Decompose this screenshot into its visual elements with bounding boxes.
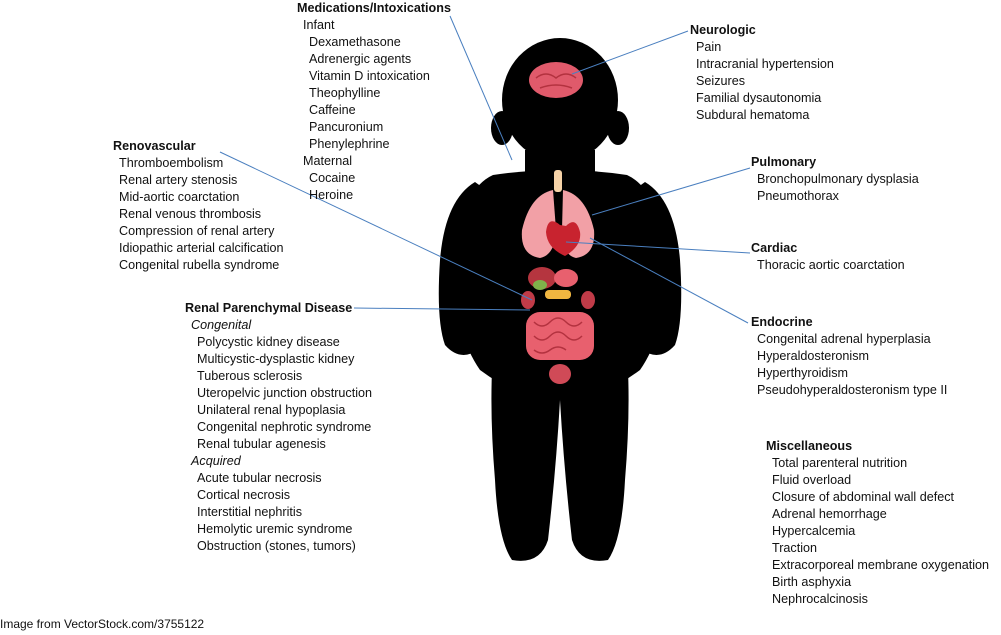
abdominal-organs-icon xyxy=(521,267,595,384)
list-item: Vitamin D intoxication xyxy=(309,69,430,83)
pulmonary-group: Pulmonary Bronchopulmonary dysplasia Pne… xyxy=(751,154,919,205)
miscellaneous-title: Miscellaneous xyxy=(766,439,853,453)
renovascular-group: Renovascular Thromboembolism Renal arter… xyxy=(113,138,284,274)
list-item: Seizures xyxy=(696,74,745,88)
list-item: Hypercalcemia xyxy=(772,524,856,538)
infant-silhouette xyxy=(438,38,682,561)
list-item: Mid-aortic coarctation xyxy=(119,190,240,204)
list-item: Hyperthyroidism xyxy=(757,366,848,380)
list-item: Compression of renal artery xyxy=(119,224,275,238)
pulmonary-title: Pulmonary xyxy=(751,155,817,169)
list-item: Thromboembolism xyxy=(119,156,224,170)
brain-icon xyxy=(529,62,583,98)
connector-cardiac xyxy=(565,241,751,254)
list-item: Obstruction (stones, tumors) xyxy=(197,539,356,553)
list-item: Heroine xyxy=(309,188,354,202)
renal-subheading-congenital: Congenital xyxy=(191,318,252,332)
list-item: Pneumothorax xyxy=(757,189,839,203)
connector-endocrine xyxy=(589,237,749,324)
connector-renovascular xyxy=(219,151,533,301)
list-item: Polycystic kidney disease xyxy=(197,335,340,349)
list-item: Idiopathic arterial calcification xyxy=(119,241,284,255)
list-item: Familial dysautonomia xyxy=(696,91,822,105)
meds-subheading-maternal: Maternal xyxy=(303,154,352,168)
list-item: Congenital nephrotic syndrome xyxy=(197,420,372,434)
list-item: Congenital adrenal hyperplasia xyxy=(757,332,931,346)
list-item: Renal artery stenosis xyxy=(119,173,238,187)
list-item: Dexamethasone xyxy=(309,35,401,49)
list-item: Thoracic aortic coarctation xyxy=(757,258,905,272)
heart-icon xyxy=(546,221,581,256)
list-item: Tuberous sclerosis xyxy=(197,369,303,383)
list-item: Renal venous thrombosis xyxy=(119,207,262,221)
list-item: Bronchopulmonary dysplasia xyxy=(757,172,919,186)
list-item: Traction xyxy=(772,541,818,555)
list-item: Hyperaldosteronism xyxy=(757,349,869,363)
list-item: Caffeine xyxy=(309,103,356,117)
neurologic-title: Neurologic xyxy=(690,23,756,37)
list-item: Pain xyxy=(696,40,722,54)
trachea-icon xyxy=(554,170,562,192)
list-item: Intracranial hypertension xyxy=(696,57,834,71)
meds-subheading-infant: Infant xyxy=(303,18,335,32)
list-item: Congenital rubella syndrome xyxy=(119,258,280,272)
list-item: Cortical necrosis xyxy=(197,488,291,502)
cardiac-group: Cardiac Thoracic aortic coarctation xyxy=(751,240,905,274)
list-item: Fluid overload xyxy=(772,473,852,487)
list-item: Hemolytic uremic syndrome xyxy=(197,522,353,536)
list-item: Interstitial nephritis xyxy=(197,505,302,519)
list-item: Closure of abdominal wall defect xyxy=(772,490,955,504)
list-item: Phenylephrine xyxy=(309,137,390,151)
list-item: Cocaine xyxy=(309,171,356,185)
medications-group: Medications/Intoxications Infant Dexamet… xyxy=(297,0,451,204)
medications-title: Medications/Intoxications xyxy=(297,1,451,15)
list-item: Adrenergic agents xyxy=(309,52,412,66)
renovascular-title: Renovascular xyxy=(113,139,196,153)
endocrine-title: Endocrine xyxy=(751,315,813,329)
list-item: Pancuronium xyxy=(309,120,384,134)
list-item: Nephrocalcinosis xyxy=(772,592,868,606)
renal-parenchymal-group: Renal Parenchymal Disease Congenital Pol… xyxy=(185,300,372,555)
neurologic-group: Neurologic Pain Intracranial hypertensio… xyxy=(690,22,834,124)
list-item: Pseudohyperaldosteronism type II xyxy=(757,383,948,397)
connector-medications xyxy=(449,15,513,161)
list-item: Subdural hematoma xyxy=(696,108,810,122)
list-item: Multicystic-dysplastic kidney xyxy=(197,352,355,366)
cardiac-title: Cardiac xyxy=(751,241,798,255)
list-item: Theophylline xyxy=(309,86,381,100)
connector-renal xyxy=(353,307,531,311)
connector-lines xyxy=(219,15,751,324)
list-item: Acute tubular necrosis xyxy=(197,471,322,485)
endocrine-group: Endocrine Congenital adrenal hyperplasia… xyxy=(751,314,947,399)
list-item: Birth asphyxia xyxy=(772,575,852,589)
connector-neurologic xyxy=(571,30,689,75)
miscellaneous-group: Miscellaneous Total parenteral nutrition… xyxy=(766,438,989,608)
renal-subheading-acquired: Acquired xyxy=(191,454,241,468)
renal-title: Renal Parenchymal Disease xyxy=(185,301,353,315)
list-item: Adrenal hemorrhage xyxy=(772,507,887,521)
connector-pulmonary xyxy=(591,167,751,216)
list-item: Unilateral renal hypoplasia xyxy=(197,403,346,417)
list-item: Total parenteral nutrition xyxy=(772,456,908,470)
image-credit: Image from VectorStock.com/3755122 xyxy=(0,617,205,631)
list-item: Uteropelvic junction obstruction xyxy=(197,386,373,400)
list-item: Renal tubular agenesis xyxy=(197,437,326,451)
list-item: Extracorporeal membrane oxygenation xyxy=(772,558,990,572)
